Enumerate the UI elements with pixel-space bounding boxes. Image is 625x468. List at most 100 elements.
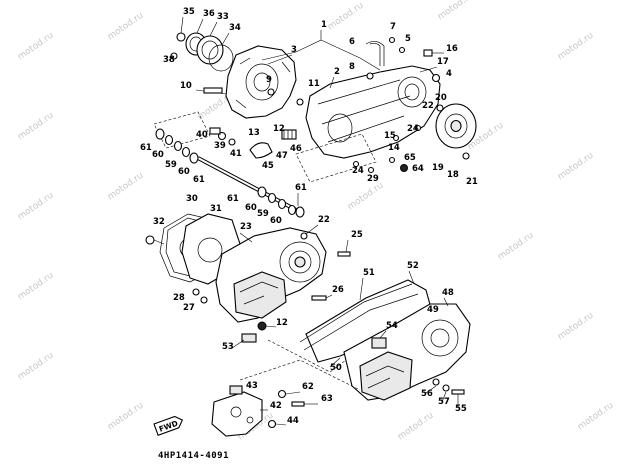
part-8-dowel bbox=[366, 72, 374, 80]
part-32-bolt bbox=[145, 235, 155, 245]
callout-13: 13 bbox=[248, 128, 260, 138]
watermark-text: motod.ru bbox=[496, 231, 536, 263]
part-22-dowel bbox=[300, 232, 308, 240]
callout-6: 6 bbox=[349, 37, 355, 47]
reference-frame-2 bbox=[295, 133, 377, 183]
callout-60: 60 bbox=[270, 216, 282, 226]
callout-61: 61 bbox=[295, 183, 307, 193]
part-62-bolt bbox=[277, 389, 287, 399]
callout-39: 39 bbox=[214, 141, 226, 151]
watermark-layer: motod.ru motod.ru motod.ru motod.ru motod.ru… bbox=[16, 0, 616, 442]
callout-52: 52 bbox=[407, 261, 419, 271]
part-25-bolt bbox=[337, 251, 351, 257]
callout-31: 31 bbox=[210, 204, 222, 214]
callout-46: 46 bbox=[290, 144, 302, 154]
callout-12: 12 bbox=[273, 124, 285, 134]
belt-cover-assembly bbox=[299, 270, 471, 408]
part-28-washer bbox=[192, 288, 200, 296]
part-9-dowel bbox=[267, 88, 275, 96]
callout-30: 30 bbox=[186, 194, 198, 204]
part-29-bolt bbox=[367, 166, 375, 174]
callout-20: 20 bbox=[435, 93, 447, 103]
fwd-direction-tag: FWD bbox=[153, 415, 184, 436]
callout-21: 21 bbox=[466, 177, 478, 187]
part-4-bolt bbox=[431, 73, 441, 83]
part-27-bolt bbox=[200, 296, 208, 304]
washer-60-b bbox=[181, 146, 191, 158]
callout-25: 25 bbox=[351, 230, 363, 240]
part-12-plug bbox=[257, 321, 267, 331]
part-20-seal bbox=[436, 104, 444, 112]
callout-44: 44 bbox=[287, 416, 299, 426]
callout-29: 29 bbox=[367, 174, 379, 184]
part-40-plate bbox=[209, 127, 221, 135]
part-54-bracket bbox=[371, 337, 387, 349]
callout-24: 24 bbox=[352, 166, 364, 176]
washer-59-b bbox=[277, 198, 287, 210]
callout-63: 63 bbox=[321, 394, 333, 404]
callout-59: 59 bbox=[257, 209, 269, 219]
part-34-gasket bbox=[208, 44, 234, 72]
callout-14: 14 bbox=[388, 143, 400, 153]
part-11-plug bbox=[296, 98, 304, 106]
callout-35: 35 bbox=[183, 7, 195, 17]
part-10-pin bbox=[203, 87, 223, 94]
part-56-washer bbox=[432, 378, 440, 386]
part-45-elbow bbox=[249, 142, 273, 159]
washer-61-b bbox=[189, 152, 199, 164]
part-24-dowel bbox=[414, 124, 422, 132]
callout-27: 27 bbox=[183, 303, 195, 313]
washer-61-d bbox=[295, 206, 305, 218]
callout-53: 53 bbox=[222, 342, 234, 352]
part-21-bolt bbox=[462, 152, 470, 160]
watermark-text: motod.ru bbox=[396, 411, 436, 443]
watermark-text: motod.ru bbox=[576, 401, 616, 433]
bracket-assembly bbox=[211, 385, 318, 437]
washer-61-a bbox=[155, 128, 165, 140]
cover-hub bbox=[359, 351, 413, 401]
callout-34: 34 bbox=[229, 23, 241, 33]
washer-60-a bbox=[164, 134, 174, 146]
catalog-code: 4HP1414-4091 bbox=[158, 451, 230, 461]
callout-60: 60 bbox=[245, 203, 257, 213]
callout-64: 64 bbox=[412, 164, 424, 174]
callout-60: 60 bbox=[152, 150, 164, 160]
washer-59-a bbox=[173, 140, 183, 152]
callout-12: 12 bbox=[276, 318, 288, 328]
callout-7: 7 bbox=[390, 22, 396, 32]
left-cover-assembly bbox=[145, 213, 351, 349]
callout-43: 43 bbox=[246, 381, 258, 391]
part-35-bolt bbox=[176, 32, 186, 42]
callout-61: 61 bbox=[140, 143, 152, 153]
callout-15: 15 bbox=[384, 131, 396, 141]
callout-45: 45 bbox=[262, 161, 274, 171]
callout-5: 5 bbox=[405, 34, 411, 44]
callout-42: 42 bbox=[270, 401, 282, 411]
watermark-text: motod.ru bbox=[16, 111, 56, 143]
part-6-hose bbox=[365, 41, 385, 66]
callout-11: 11 bbox=[308, 79, 320, 89]
part-16-bolt bbox=[423, 49, 433, 57]
crankcase-right-half bbox=[305, 65, 441, 159]
callout-1: 1 bbox=[321, 20, 327, 30]
callout-40: 40 bbox=[196, 130, 208, 140]
callout-22: 22 bbox=[318, 215, 330, 225]
callout-59: 59 bbox=[165, 160, 177, 170]
callout-10: 10 bbox=[180, 81, 192, 91]
watermark-text: motod.ru bbox=[16, 191, 56, 223]
crankcase-left-half bbox=[225, 45, 297, 119]
callout-47: 47 bbox=[276, 151, 288, 161]
part-44-bolt bbox=[267, 419, 277, 429]
washer-61-c bbox=[257, 186, 267, 198]
watermark-text: motod.ru bbox=[556, 31, 596, 63]
callout-49: 49 bbox=[427, 305, 439, 315]
crankcase-assembly bbox=[168, 16, 477, 174]
watermark-text: motod.ru bbox=[436, 0, 476, 22]
watermark-text: motod.ru bbox=[556, 311, 596, 343]
watermark-text: motod.ru bbox=[16, 31, 56, 63]
callout-61: 61 bbox=[227, 194, 239, 204]
oil-pump-cover-group bbox=[170, 32, 234, 72]
watermark-text: motod.ru bbox=[16, 351, 56, 383]
reference-frame-1 bbox=[153, 111, 211, 149]
